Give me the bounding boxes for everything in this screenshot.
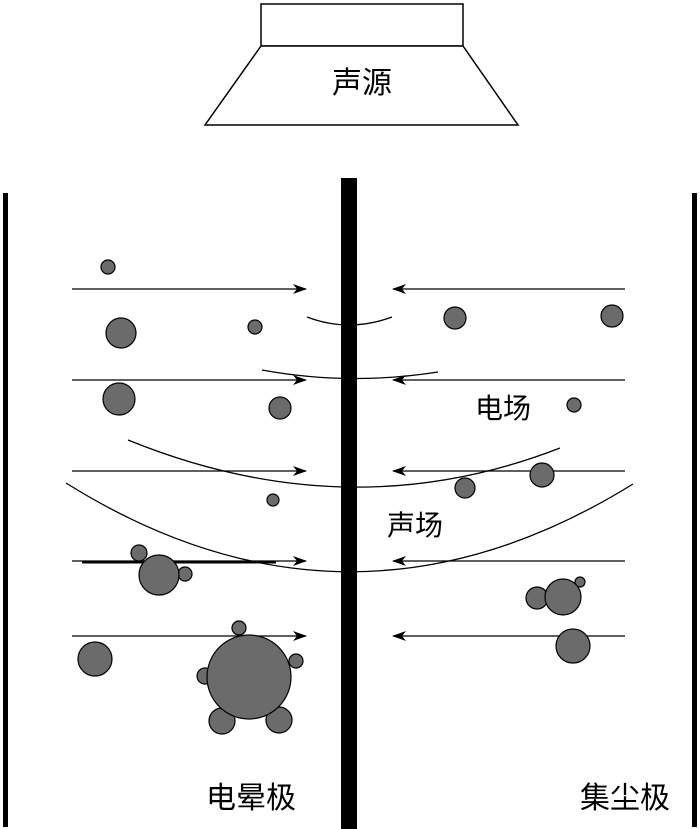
dust-particle	[206, 634, 292, 720]
dust-particle	[266, 493, 280, 507]
wavefront	[65, 482, 634, 573]
corona-electrode	[341, 178, 357, 829]
dust-particle	[454, 477, 476, 499]
dust-particle	[105, 317, 137, 349]
dust-particle	[574, 576, 586, 588]
collector-electrode-label: 集尘极	[580, 781, 670, 816]
dust-particle	[177, 566, 193, 582]
wavefront	[306, 316, 393, 326]
particle-cluster-left-middle	[130, 544, 193, 596]
dust-particle	[100, 259, 116, 275]
dust-particle	[544, 578, 582, 616]
dust-particle	[102, 382, 136, 416]
dust-particle	[268, 396, 292, 420]
particle-cluster-large	[196, 620, 304, 735]
dust-particle	[529, 462, 555, 488]
sound-source: 声源	[203, 3, 520, 126]
wavefront	[261, 369, 439, 380]
sound-source-horn	[203, 45, 520, 126]
sound-source-label: 声源	[332, 66, 392, 101]
dust-particle	[443, 306, 467, 330]
electric-field-lines-left	[72, 284, 307, 641]
sound-field-label: 声场	[387, 509, 443, 542]
dust-particle	[288, 653, 304, 669]
dust-particle	[555, 628, 591, 664]
dust-particle	[247, 319, 263, 335]
particle-cluster-right	[525, 576, 586, 616]
corona-electrode-label: 电晕极	[206, 781, 296, 816]
electric-field-label: 电场	[475, 392, 531, 425]
dust-particle	[566, 397, 582, 413]
dust-particle	[231, 620, 247, 636]
sound-source-top-box	[260, 3, 464, 47]
electric-field-lines-right	[392, 284, 625, 641]
left-collector-plate	[3, 193, 8, 827]
dust-particle	[77, 641, 113, 677]
right-collector-plate	[692, 193, 697, 827]
wavefront	[127, 439, 561, 488]
sound-wavefronts	[65, 316, 634, 573]
dust-particles	[77, 259, 624, 677]
dust-particle	[600, 304, 624, 328]
dust-particle	[130, 544, 148, 562]
dust-particle	[138, 554, 180, 596]
